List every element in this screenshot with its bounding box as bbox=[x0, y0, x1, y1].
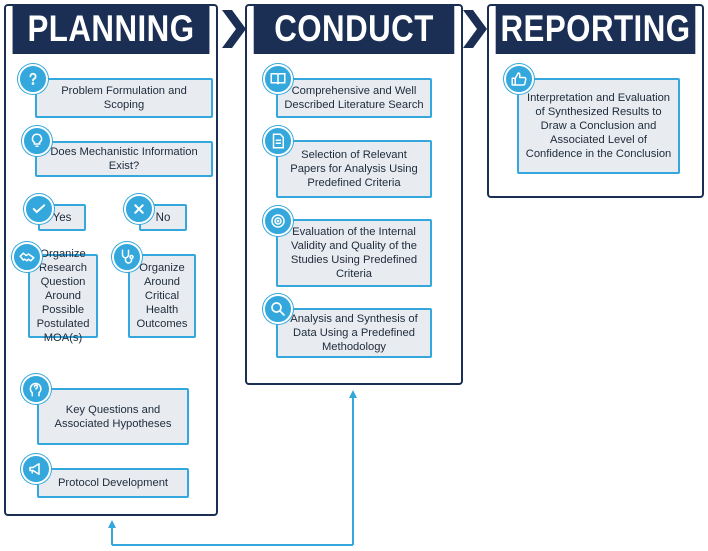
literature-search-box: Comprehensive and Well Described Literat… bbox=[276, 78, 432, 118]
problem-formulation-box: Problem Formulation and Scoping bbox=[35, 78, 213, 118]
question-icon bbox=[18, 64, 48, 94]
organize-moa-box: Organize Research Question Around Possib… bbox=[28, 248, 98, 344]
x-icon bbox=[124, 194, 154, 224]
magnifier-icon bbox=[263, 294, 293, 324]
document-icon bbox=[263, 126, 293, 156]
check-icon bbox=[24, 194, 54, 224]
planning-header: PLANNING bbox=[12, 4, 210, 54]
book-icon bbox=[263, 64, 293, 94]
key-questions-box: Key Questions and Associated Hypotheses bbox=[37, 388, 189, 445]
organize-health-box: Organize Around Critical Health Outcomes bbox=[128, 254, 196, 338]
handshake-icon bbox=[12, 242, 42, 272]
lightbulb-icon bbox=[22, 126, 52, 156]
mechanistic-info-box: Does Mechanistic Information Exist? bbox=[35, 141, 213, 177]
stethoscope-icon bbox=[112, 242, 142, 272]
target-icon bbox=[263, 206, 293, 236]
protocol-development-box: Protocol Development bbox=[37, 468, 189, 498]
evaluation-validity-box: Evaluation of the Internal Validity and … bbox=[276, 219, 432, 287]
thumbs-up-icon bbox=[504, 64, 534, 94]
megaphone-icon bbox=[21, 454, 51, 484]
reporting-header: REPORTING bbox=[495, 4, 696, 54]
analysis-synthesis-box: Analysis and Synthesis of Data Using a P… bbox=[276, 308, 432, 358]
conduct-header: CONDUCT bbox=[253, 4, 455, 54]
head-question-icon bbox=[21, 374, 51, 404]
selection-papers-box: Selection of Relevant Papers for Analysi… bbox=[276, 140, 432, 198]
interpretation-box: Interpretation and Evaluation of Synthes… bbox=[517, 78, 680, 174]
